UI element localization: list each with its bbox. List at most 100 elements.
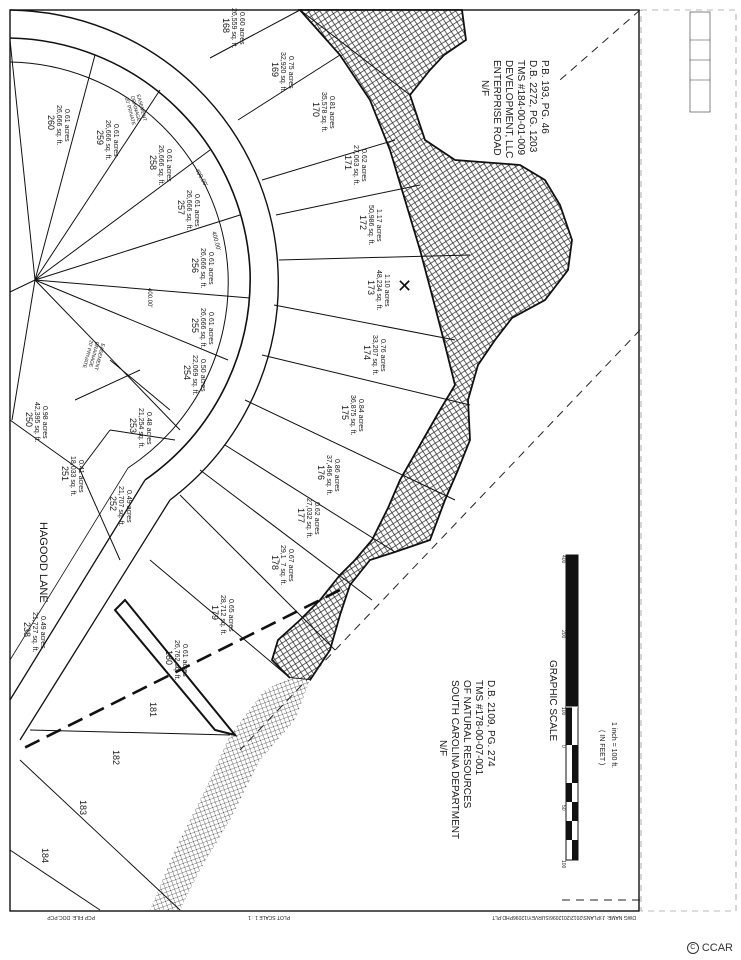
svg-text:21,707 sq. ft.: 21,707 sq. ft. — [117, 486, 124, 527]
svg-text:400.00': 400.00' — [193, 168, 208, 188]
road-name: HAGOOD LANE — [37, 522, 49, 603]
svg-text:26,666 sq. ft.: 26,666 sq. ft. — [157, 145, 164, 186]
svg-text:180: 180 — [164, 650, 174, 665]
svg-text:N/F: N/F — [479, 80, 490, 96]
svg-text:0.61 acres: 0.61 acres — [207, 312, 214, 345]
svg-text:18,033 sq. ft.: 18,033 sq. ft. — [69, 456, 76, 497]
svg-text:ENTERPRISE ROAD: ENTERPRISE ROAD — [491, 60, 502, 156]
svg-text:26,666 sq. ft.: 26,666 sq. ft. — [104, 120, 111, 161]
svg-text:178: 178 — [270, 555, 280, 570]
neighbor-enterprise: N/F ENTERPRISE ROAD DEVELOPMENT, LLC TMS… — [479, 60, 550, 158]
graphic-scale: 100 50 0 100 200 400 GRAPHIC SCALE ( IN … — [547, 554, 617, 869]
svg-text:168: 168 — [221, 18, 231, 33]
svg-text:0.61 acres: 0.61 acres — [181, 644, 188, 677]
svg-text:1.10 acres: 1.10 acres — [383, 274, 390, 307]
svg-text:0.61 acres: 0.61 acres — [63, 109, 70, 142]
svg-text:36,875 sq. ft.: 36,875 sq. ft. — [349, 395, 356, 436]
svg-text:252: 252 — [108, 496, 118, 511]
svg-text:SOUTH CAROLINA DEPARTMENT: SOUTH CAROLINA DEPARTMENT — [449, 680, 460, 839]
svg-text:100: 100 — [560, 707, 566, 716]
svg-text:48,234 sq. ft.: 48,234 sq. ft. — [375, 270, 382, 311]
dashed-boundary-2 — [239, 329, 641, 751]
svg-text:0.61 acres: 0.61 acres — [112, 124, 119, 157]
svg-text:253: 253 — [128, 418, 138, 433]
svg-text:250: 250 — [24, 412, 34, 427]
svg-text:0.75 acres: 0.75 acres — [287, 56, 294, 89]
svg-text:100: 100 — [560, 860, 566, 869]
svg-text:DEVELOPMENT, LLC: DEVELOPMENT, LLC — [503, 60, 514, 158]
road-inner-edge — [9, 61, 229, 469]
svg-text:22,069 sq. ft.: 22,069 sq. ft. — [191, 355, 198, 396]
svg-text:184: 184 — [40, 848, 50, 863]
svg-text:27,063 sq. ft.: 27,063 sq. ft. — [352, 145, 359, 186]
svg-text:177: 177 — [296, 508, 306, 523]
svg-text:OF NATURAL RESOURCES: OF NATURAL RESOURCES — [461, 680, 472, 809]
svg-text:174: 174 — [362, 345, 372, 360]
svg-text:258: 258 — [148, 155, 158, 170]
svg-text:400: 400 — [560, 555, 566, 564]
svg-text:26,666 sq. ft.: 26,666 sq. ft. — [199, 308, 206, 349]
svg-text:26,762 sq. ft.: 26,762 sq. ft. — [173, 640, 180, 681]
dashed-boundary-3 — [19, 588, 341, 752]
svg-text:PCP FILE: DOC.PCP: PCP FILE: DOC.PCP — [47, 914, 95, 920]
radial-lot-lines — [9, 39, 251, 431]
neighbor-scdnr: N/F SOUTH CAROLINA DEPARTMENT OF NATURAL… — [437, 680, 496, 839]
scale-ratio: 1 inch = 100 ft. — [610, 722, 617, 768]
svg-text:0.49 acres: 0.49 acres — [125, 490, 132, 523]
svg-text:PLOT SCALE 1 : 1: PLOT SCALE 1 : 1 — [248, 914, 290, 920]
lot-180-boundary — [113, 598, 238, 737]
svg-text:171: 171 — [343, 155, 353, 170]
svg-text:254: 254 — [182, 365, 192, 380]
copyright-icon: C — [686, 942, 699, 954]
svg-text:0.76 acres: 0.76 acres — [379, 339, 386, 372]
svg-text:0: 0 — [560, 745, 566, 748]
svg-text:0.60 acres: 0.60 acres — [238, 12, 245, 45]
svg-text:29,1_7 sq. ft.: 29,1_7 sq. ft. — [279, 545, 286, 586]
svg-text:182: 182 — [111, 750, 121, 765]
svg-text:D.B. 2109, PG. 274: D.B. 2109, PG. 274 — [485, 680, 496, 767]
road-diagonal-3 — [9, 467, 129, 661]
east-lot-lines — [124, 9, 471, 736]
svg-text:200: 200 — [560, 630, 566, 639]
svg-text:400.00': 400.00' — [146, 288, 152, 308]
svg-text:D.B. 2272, PG. 1203: D.B. 2272, PG. 1203 — [527, 60, 538, 153]
svg-text:0.67 acres: 0.67 acres — [287, 549, 294, 582]
svg-text:169: 169 — [270, 62, 280, 77]
svg-text:DWG NAME: J:\PLANS\2012\201209: DWG NAME: J:\PLANS\2012\2012096\SURVEY\1… — [492, 914, 636, 920]
scale-title: GRAPHIC SCALE — [547, 660, 558, 741]
svg-text:26,666 sq. ft.: 26,666 sq. ft. — [55, 105, 62, 146]
road-outer-edge-2 — [9, 9, 279, 501]
north-arrow-icon: ✕ — [397, 276, 412, 297]
svg-text:176: 176 — [316, 465, 326, 480]
svg-text:1.17 acres: 1.17 acres — [375, 209, 382, 242]
svg-text:0.41 acres: 0.41 acres — [77, 460, 84, 493]
svg-text:42,395 sq. ft.: 42,395 sq. ft. — [33, 402, 40, 443]
svg-text:400.00': 400.00' — [210, 231, 221, 251]
svg-text:173: 173 — [366, 280, 376, 295]
svg-text:26,666 sq. ft.: 26,666 sq. ft. — [199, 248, 206, 289]
svg-text:32,920 sq. ft.: 32,920 sq. ft. — [279, 52, 286, 93]
svg-text:TMS #184-00-01-009: TMS #184-00-01-009 — [515, 60, 526, 155]
svg-text:170: 170 — [311, 102, 321, 117]
svg-text:0.61 acres: 0.61 acres — [193, 194, 200, 227]
title-block-fragment — [689, 11, 711, 113]
svg-text:TMS #178-00-07-001: TMS #178-00-07-001 — [473, 680, 484, 775]
wetland-area-east — [270, 9, 573, 681]
west-lot-lines — [9, 359, 231, 911]
ccar-watermark: C CCAR — [686, 942, 733, 954]
svg-text:179: 179 — [210, 605, 220, 620]
svg-text:21,254 sq. ft.: 21,254 sq. ft. — [137, 408, 144, 449]
svg-text:0.62 acres: 0.62 acres — [313, 502, 320, 535]
svg-text:35,578 sq. ft.: 35,578 sq. ft. — [320, 92, 327, 133]
svg-text:26,559 sq. ft.: 26,559 sq. ft. — [230, 8, 237, 49]
svg-text:50: 50 — [560, 805, 566, 811]
svg-text:0.50 acres: 0.50 acres — [199, 359, 206, 392]
svg-text:0.61 acres: 0.61 acres — [165, 149, 172, 182]
wetland-area-south — [150, 678, 310, 910]
scale-unit: ( IN FEET ) — [598, 730, 605, 765]
svg-text:21,727 sq. ft.: 21,727 sq. ft. — [31, 612, 38, 653]
svg-text:0.84 acres: 0.84 acres — [357, 399, 364, 432]
dashed-boundary-1 — [559, 9, 641, 81]
